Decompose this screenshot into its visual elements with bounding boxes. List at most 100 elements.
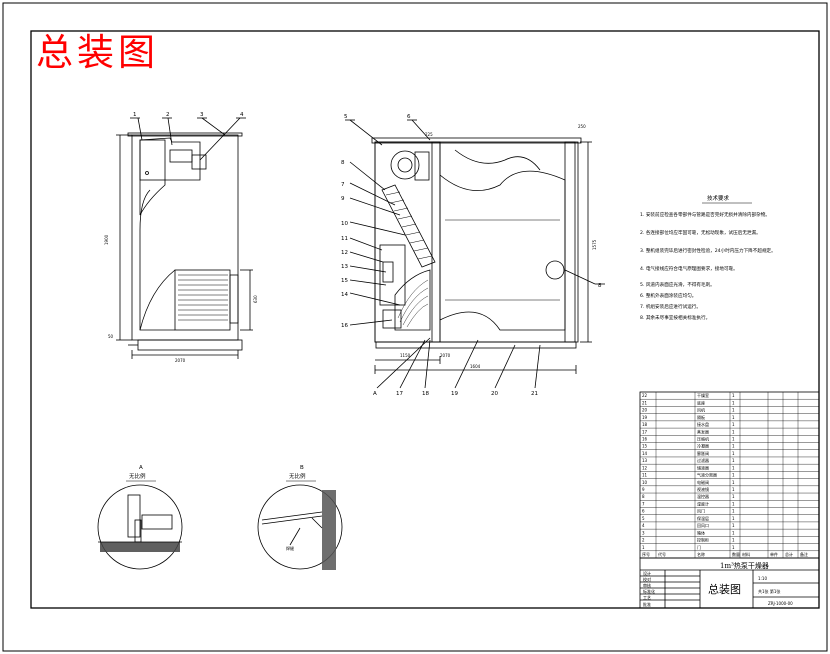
bom-cell: 1 — [642, 545, 645, 550]
bom-cell: 3 — [642, 530, 645, 535]
tb-label-3: 审核 — [643, 582, 651, 588]
detail-a-letter: A — [139, 465, 143, 471]
bom-cell: 气液分离器 — [697, 472, 717, 478]
balloon-3: 3 — [200, 112, 204, 118]
tb-drawing-name: 总装图 — [708, 582, 741, 596]
bom-header-cell: 材料 — [742, 551, 750, 557]
bom-cell: 压缩机 — [697, 436, 709, 442]
bom-cell: 15 — [642, 444, 648, 449]
bom-cell: 1 — [732, 393, 735, 398]
bom-cell: 10 — [642, 480, 648, 485]
bom-cell: 1 — [732, 422, 735, 427]
bom-cell: 1 — [732, 480, 735, 485]
balloon-right-8: 8 — [598, 283, 602, 289]
balloon-2: 2 — [166, 112, 170, 118]
balloon-mb-3: 19 — [451, 391, 458, 397]
bom-cell: 1 — [732, 408, 735, 413]
dim-mid-3: 1150 — [400, 353, 411, 358]
bom-cell: 7 — [642, 501, 645, 506]
bom-header-cell: 名称 — [697, 551, 705, 557]
bom-cell: 视液镜 — [697, 486, 709, 492]
balloon-ml-3: 10 — [341, 221, 348, 227]
balloon-mb-1: 17 — [396, 391, 403, 397]
balloon-ml-1: 7 — [341, 182, 345, 188]
bom-cell: 1 — [732, 473, 735, 478]
bom-cell: 5 — [642, 516, 645, 521]
dim-mid-1: 1604 — [470, 364, 481, 369]
bom-cell: 12 — [642, 465, 648, 470]
balloon-6: 6 — [407, 114, 411, 120]
bom-cell: 箱体 — [697, 529, 705, 535]
bom-cell: 过滤器 — [697, 457, 709, 463]
tech-item-7: 7. 机组安装后应进行试运行。 — [640, 303, 701, 310]
bom-cell: 干燥室 — [697, 392, 709, 398]
bom-cell: 1 — [732, 400, 735, 405]
tech-item-6: 6. 整机外表面涂装应均匀。 — [640, 292, 696, 299]
bom-cell: 1 — [732, 465, 735, 470]
balloon-ml-9: 16 — [341, 323, 348, 329]
balloon-ml-2: 9 — [341, 196, 345, 202]
detail-b-caption: 无比例 — [289, 472, 306, 480]
bom-cell: 底座 — [697, 399, 705, 405]
bom-cell: 21 — [642, 400, 648, 405]
middle-view — [345, 119, 605, 389]
bom-cell: 1 — [732, 444, 735, 449]
bom-cell: 1 — [732, 501, 735, 506]
bom-cell: 9 — [642, 487, 645, 492]
bom-cell: 19 — [642, 415, 648, 420]
bom-cell: 1 — [732, 523, 735, 528]
detail-b-letter: B — [300, 465, 304, 471]
bom-cell: 8 — [642, 494, 645, 499]
tb-label-2: 校对 — [643, 576, 651, 582]
bom-header-cell: 单件 — [770, 551, 778, 557]
bom-cell: 1 — [732, 451, 735, 456]
tech-item-3: 3. 整机组装完毕后进行密封性检验，24小时内压力下降不超规定。 — [640, 247, 776, 254]
bom-cell: 储液器 — [697, 464, 709, 470]
bom-cell: 20 — [642, 408, 648, 413]
bom-header-cell: 备注 — [800, 551, 808, 557]
bom-cell: 膨胀阀 — [697, 450, 709, 456]
balloon-ml-6: 13 — [341, 264, 348, 270]
bom-cell: 1 — [732, 437, 735, 442]
bom-cell: 1 — [732, 458, 735, 463]
bom-header-cell: 序号 — [642, 551, 650, 557]
bom-cell: 22 — [642, 393, 648, 398]
tb-drawing-no: ZRJ-1000-00 — [768, 601, 793, 606]
tb-label-6: 批准 — [643, 601, 651, 607]
bom-header-cell: 代号 — [658, 551, 666, 557]
bom-header-cell: 数量 — [732, 551, 740, 557]
bom-cell: 回风口 — [697, 523, 709, 528]
bom-cell: 1 — [732, 538, 735, 543]
balloon-ml-7: 15 — [341, 278, 348, 284]
title-block — [639, 557, 820, 609]
dim-left-width: 2070 — [175, 358, 186, 363]
tb-label-4: 标准化 — [643, 588, 655, 594]
balloon-ml-8: 14 — [341, 292, 348, 298]
dim-left-base: 50 — [108, 334, 114, 339]
bom-cell: 1 — [732, 530, 735, 535]
detail-b-note: 焊缝 — [286, 545, 294, 551]
tb-sheet: 共1张 第1张 — [758, 588, 780, 594]
bom-cell: 蒸发器 — [697, 428, 709, 434]
tech-item-5: 5. 风道内表面应光滑，不得有毛刺。 — [640, 281, 715, 288]
inner-border — [30, 30, 820, 609]
balloon-mb-0: A — [373, 391, 377, 397]
bom-cell: 1 — [732, 545, 735, 550]
balloon-mb-2: 18 — [422, 391, 429, 397]
bom-cell: 门 — [697, 544, 701, 550]
balloon-5: 5 — [344, 114, 348, 120]
bom-cell: 1 — [732, 429, 735, 434]
tech-item-8: 8. 其余未尽事宜按相关标准执行。 — [640, 314, 710, 321]
balloon-mb-4: 20 — [491, 391, 498, 397]
bom-cell: 13 — [642, 458, 648, 463]
tb-label-5: 工艺 — [643, 595, 651, 600]
tech-item-2: 2. 各连接部位均应牢固可靠，无松动现象，试压后无泄漏。 — [640, 229, 761, 236]
bom-cell: 4 — [642, 523, 645, 528]
bom-cell: 控制柜 — [697, 537, 709, 543]
bom-cell: 1 — [732, 487, 735, 492]
page-title: 总装图 — [36, 31, 159, 74]
bom-cell: 隔板 — [697, 414, 705, 420]
balloon-ml-0: 8 — [341, 160, 345, 166]
